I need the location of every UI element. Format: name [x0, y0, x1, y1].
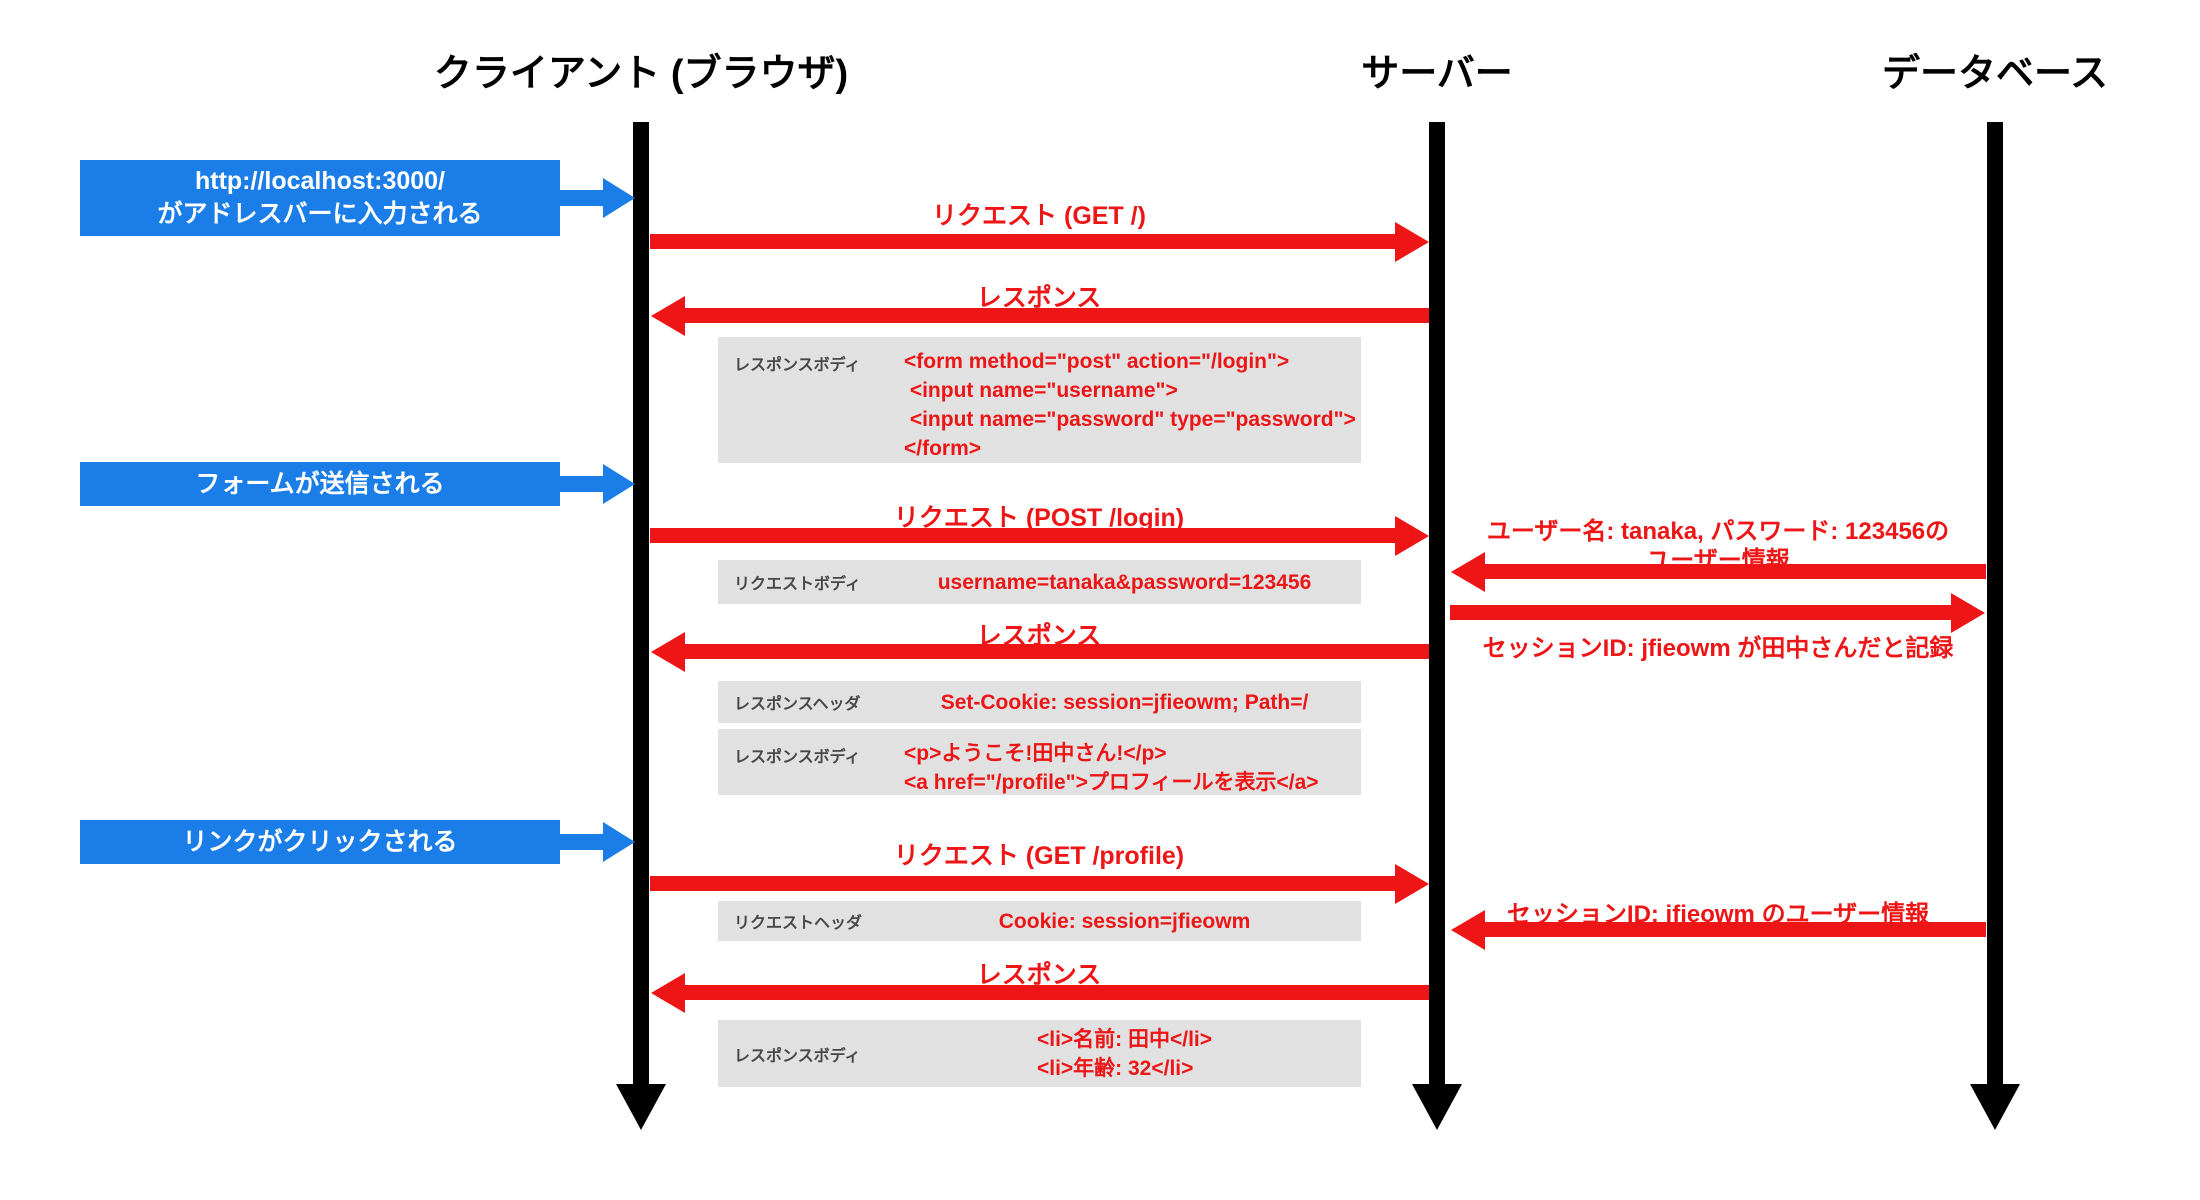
participant-title-server: サーバー: [1361, 53, 1513, 95]
event-box-url-entered: http://localhost:3000/ がアドレスバーに入力される: [80, 160, 560, 236]
code-line: <li>名前: 田中</li>: [1036, 1027, 1213, 1051]
payload-label: リクエストボディ: [734, 576, 861, 593]
code-line: </form>: [904, 437, 982, 460]
lifeline-server-arrow-icon: [1412, 1084, 1462, 1130]
payload-box-response-body-welcome: レスポンスボディ <p>ようこそ!田中さん!</p> <a href="/pro…: [718, 729, 1361, 795]
event-arrow-icon: [558, 190, 604, 206]
event-arrow-icon: [558, 834, 604, 850]
db-message-label-session-recorded: セッションID: jfieowm が田中さんだと記録: [1482, 635, 1954, 662]
event-text-line: がアドレスバーに入力される: [157, 200, 483, 228]
payload-label: レスポンスヘッダ: [734, 696, 861, 713]
lifeline-client: [633, 122, 649, 1084]
request-arrow-icon: [650, 528, 1396, 543]
lifeline-database-arrow-icon: [1970, 1084, 2020, 1130]
event-text-line: リンクがクリックされる: [182, 827, 458, 856]
payload-box-request-body-login: リクエストボディ username=tanaka&password=123456: [718, 560, 1361, 604]
response-arrow-icon: [684, 308, 1429, 323]
response-arrow-icon: [684, 985, 1429, 1000]
payload-label: レスポンスボディ: [734, 357, 861, 374]
lifeline-client-arrow-icon: [616, 1084, 666, 1130]
event-box-form-submitted: フォームが送信される: [80, 462, 560, 506]
response-arrow-icon: [684, 644, 1429, 659]
code-line: Set-Cookie: session=jfieowm; Path=/: [940, 690, 1309, 714]
payload-box-request-header-cookie: リクエストヘッダ Cookie: session=jfieowm: [718, 901, 1361, 941]
participant-title-database: データベース: [1881, 53, 2109, 95]
message-label-request-get-profile: リクエスト (GET /profile): [893, 842, 1185, 870]
payload-label: リクエストヘッダ: [734, 915, 863, 932]
request-arrow-icon: [650, 234, 1396, 249]
message-label-request-get-root: リクエスト (GET /): [932, 202, 1146, 230]
db-response-arrow-icon: [1484, 564, 1986, 579]
code-line: <li>年齢: 32</li>: [1036, 1056, 1194, 1080]
payload-label: レスポンスボディ: [734, 1047, 861, 1065]
db-response-arrow-icon: [1484, 922, 1986, 937]
db-request-arrow-icon: [1450, 605, 1952, 620]
event-arrow-icon: [558, 476, 604, 492]
code-line: <form method="post" action="/login">: [904, 350, 1290, 373]
code-line: <a href="/profile">プロフィールを表示</a>: [904, 771, 1319, 794]
code-line: <input name="password" type="password">: [904, 408, 1356, 431]
code-line: <p>ようこそ!田中さん!</p>: [904, 742, 1167, 765]
payload-box-response-body-profile: レスポンスボディ <li>名前: 田中</li> <li>年齢: 32</li>: [718, 1020, 1361, 1087]
payload-box-response-header-setcookie: レスポンスヘッダ Set-Cookie: session=jfieowm; Pa…: [718, 681, 1361, 723]
code-line: Cookie: session=jfieowm: [998, 909, 1251, 933]
event-text-line: フォームが送信される: [195, 469, 445, 498]
event-box-link-clicked: リンクがクリックされる: [80, 820, 560, 864]
lifeline-server: [1429, 122, 1445, 1084]
payload-box-response-body-form: レスポンスボディ <form method="post" action="/lo…: [718, 337, 1361, 463]
code-line: <input name="username">: [904, 379, 1178, 402]
event-text-line: http://localhost:3000/: [194, 167, 446, 195]
code-line: username=tanaka&password=123456: [937, 570, 1312, 594]
request-arrow-icon: [650, 876, 1396, 891]
payload-label: レスポンスボディ: [734, 749, 861, 766]
db-message-label-user-info-line1: ユーザー名: tanaka, パスワード: 123456の: [1486, 518, 1950, 545]
lifeline-database: [1987, 122, 2003, 1084]
participant-title-client: クライアント (ブラウザ): [433, 53, 849, 95]
